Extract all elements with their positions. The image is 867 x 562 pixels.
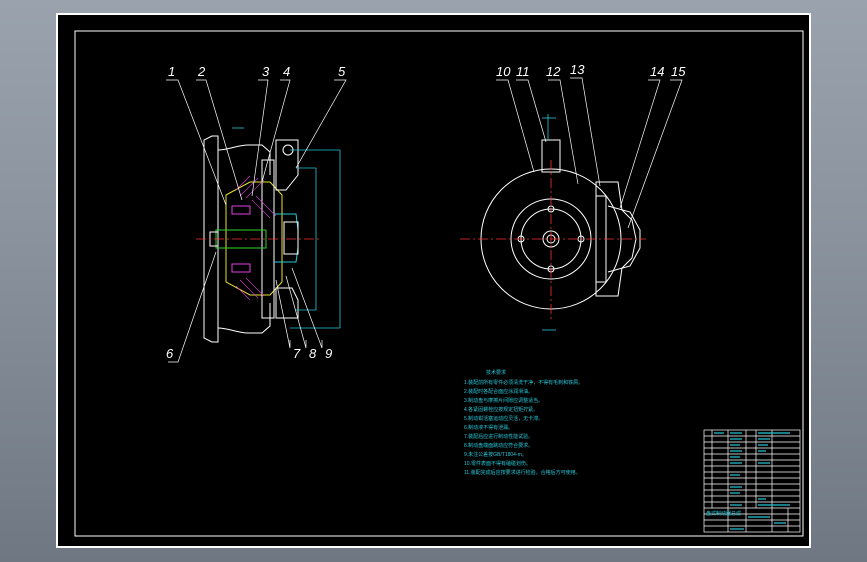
part-label: 12	[546, 64, 561, 79]
part-label: 15	[671, 64, 686, 79]
part-label: 3	[262, 64, 270, 79]
section-view	[166, 79, 347, 363]
inner-frame	[74, 30, 804, 537]
part-label: 10	[496, 64, 511, 79]
tech-requirement: 5.制动钳活塞运动应灵活，无卡滞。	[464, 415, 543, 422]
tech-requirement: 8.制动盘端面跳动应符合要求。	[464, 442, 533, 449]
part-label: 8	[309, 346, 317, 361]
tech-requirement: 10.零件表面不得有磕碰划伤。	[464, 460, 531, 467]
part-label: 6	[166, 346, 174, 361]
section-view-labels: 1 2 3 4 5 6 7 8 9	[166, 64, 346, 361]
tech-requirement: 4.各紧固螺栓应按规定扭矩拧紧。	[464, 406, 538, 413]
part-label: 13	[570, 62, 585, 77]
front-view-labels: 10 11 12 13 14 15	[496, 62, 686, 79]
tech-requirement: 3.制动盘与摩擦片间隙应调整适当。	[464, 397, 543, 404]
tech-requirements-title: 技术要求	[486, 369, 506, 376]
tech-requirement: 9.未注公差按GB/T1804-m。	[464, 451, 527, 458]
title-block	[703, 429, 801, 533]
technical-requirements: 技术要求 1.装配前所有零件必须清洗干净，不得有毛刺和铁屑。 2.装配时各配合面…	[464, 369, 583, 476]
part-label: 4	[283, 64, 290, 79]
part-label: 1	[168, 64, 175, 79]
drawing-sheet	[56, 13, 811, 548]
part-label: 5	[338, 64, 346, 79]
tech-requirement: 11.装配完成后应按要求进行检验，合格后方可使用。	[464, 469, 581, 476]
drawing-title: 盘式制动器总成	[706, 510, 741, 517]
tech-requirement: 1.装配前所有零件必须清洗干净，不得有毛刺和铁屑。	[464, 379, 583, 386]
part-label: 2	[197, 64, 206, 79]
part-label: 9	[325, 346, 332, 361]
part-label: 7	[293, 346, 301, 361]
part-label: 14	[650, 64, 664, 79]
tech-requirement: 7.装配后应进行制动性能试验。	[464, 433, 533, 440]
tech-requirement: 6.制动液不得有泄漏。	[464, 424, 513, 431]
front-view	[460, 77, 683, 331]
tech-requirement: 2.装配时各配合面应涂润滑油。	[464, 388, 533, 395]
part-label: 11	[516, 64, 530, 79]
